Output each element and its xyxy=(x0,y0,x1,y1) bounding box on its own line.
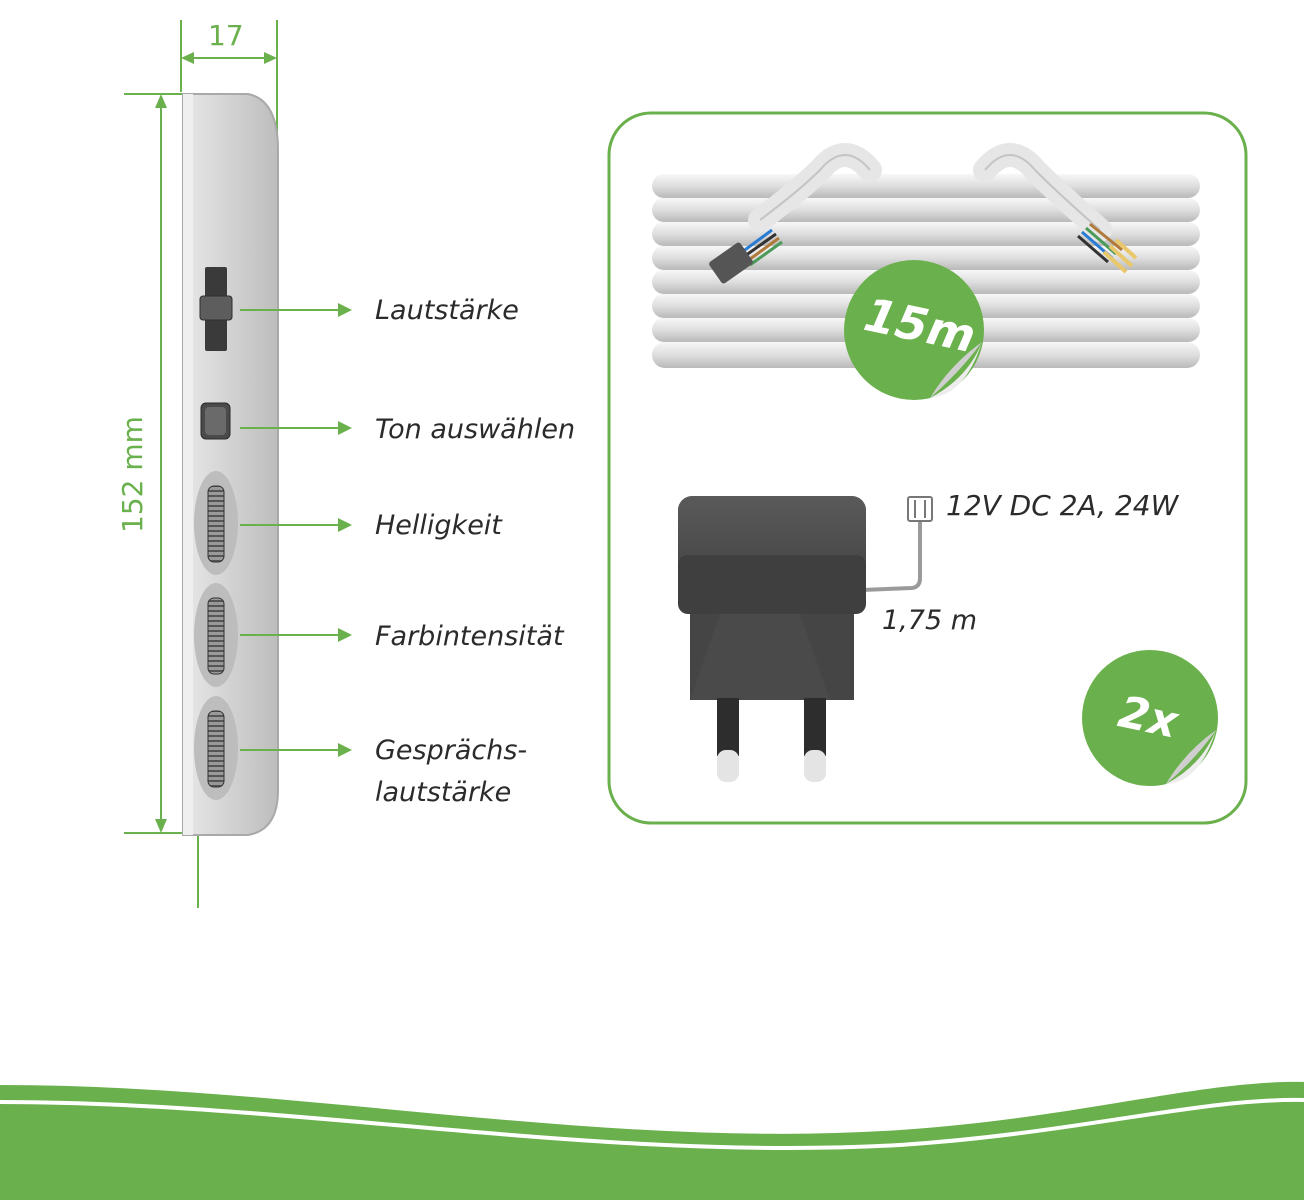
label-ton-auswaehlen: Ton auswählen xyxy=(375,414,576,445)
label-helligkeit: Helligkeit xyxy=(375,510,502,541)
device-side-view xyxy=(124,20,279,908)
label-gespraechs: Gesprächs- xyxy=(375,735,528,766)
footer-wave xyxy=(0,1081,1304,1200)
label-lautstaerke: Lautstärke xyxy=(375,295,519,326)
callout-arrows xyxy=(240,303,352,757)
height-dimension-label: 152 mm xyxy=(116,416,149,533)
adapter-spec: 12V DC 2A, 24W xyxy=(946,489,1179,522)
power-adapter xyxy=(678,496,933,782)
quantity-badge xyxy=(1082,650,1218,786)
cord-length: 1,75 m xyxy=(882,605,978,636)
label-farbintensitaet: Farbintensität xyxy=(375,621,564,652)
length-badge xyxy=(844,260,984,400)
label-lautstaerke-2: lautstärke xyxy=(375,777,512,808)
width-dimension-label: 17 xyxy=(208,19,244,52)
